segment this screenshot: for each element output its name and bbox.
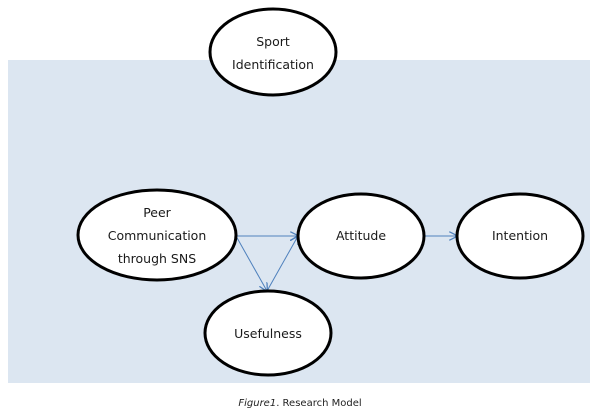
node-label-line: Peer	[143, 205, 171, 220]
figure-label: Figure1	[238, 398, 277, 409]
node-label-line: Attitude	[336, 228, 386, 243]
node-label-line: Usefulness	[234, 326, 302, 341]
node-peer-communication: Peer Communication through SNS	[76, 188, 238, 282]
node-usefulness: Usefulness	[203, 289, 333, 377]
node-intention: Intention	[455, 192, 585, 280]
node-sport-identification: Sport Identification	[208, 7, 338, 97]
node-label-line: through SNS	[118, 251, 196, 266]
node-label-line: Intention	[492, 228, 548, 243]
figure-caption: Figure1. Research Model	[0, 398, 600, 409]
arrow-usefulness-to-attitude	[266, 236, 298, 292]
arrow-peer-to-usefulness	[235, 235, 267, 291]
node-attitude: Attitude	[296, 192, 426, 280]
figure-caption-text: . Research Model	[276, 398, 362, 409]
node-label-line: Communication	[108, 228, 207, 243]
node-label-line: Sport	[256, 34, 290, 49]
node-label-line: Identification	[232, 57, 314, 72]
